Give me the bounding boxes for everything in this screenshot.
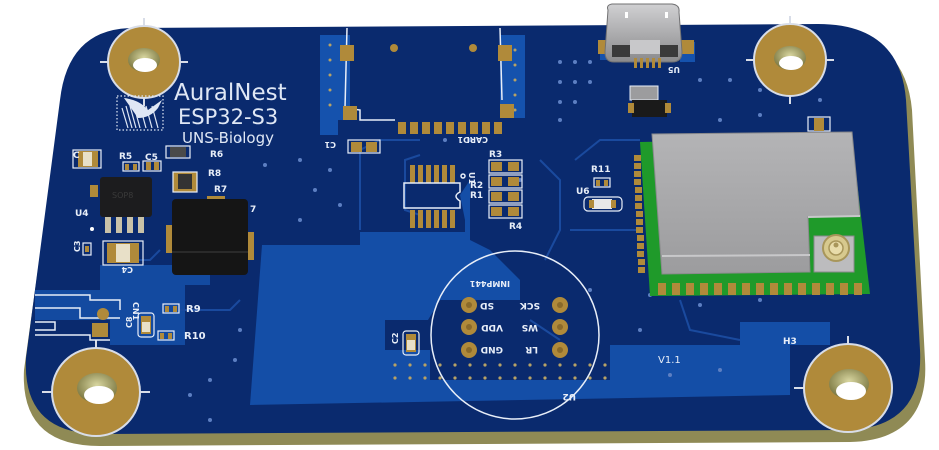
mic-pin-lr: LR	[525, 344, 538, 354]
label-u5: U5	[668, 65, 680, 74]
mic-pin-sd: SD	[480, 300, 494, 310]
inductor	[166, 199, 254, 275]
mounting-hole-top-left	[100, 18, 188, 106]
label-r4: R4	[509, 222, 522, 232]
label-cn1: CN1	[131, 302, 140, 321]
label-r10: R10	[184, 331, 206, 342]
usb-c-connector-icon	[598, 3, 694, 68]
ipex-antenna-connector-icon	[822, 234, 850, 262]
mounting-hole-bottom-left	[42, 340, 150, 437]
label-r1: R1	[470, 191, 483, 201]
mic-pin-vdd: VDD	[481, 322, 503, 332]
vias	[68, 60, 822, 422]
mic-title: INMP441	[469, 279, 510, 288]
inmp441-footprint	[430, 250, 600, 420]
brand-name: AuralNest	[174, 80, 287, 106]
mounting-hole-top-right	[746, 16, 834, 104]
mic-pin-gnd: GND	[481, 344, 503, 354]
mic-pin-ws: WS	[522, 322, 538, 332]
mic-pin-sck: SCK	[519, 300, 540, 310]
label-r8: R8	[208, 169, 221, 179]
organization-name: UNS-Biology	[182, 129, 274, 147]
label-r2: R2	[470, 181, 483, 191]
label-c8: C8	[125, 316, 134, 328]
bird-logo-icon	[116, 95, 164, 131]
label-u6: U6	[576, 187, 590, 197]
u1-footprint	[403, 165, 466, 228]
label-c4: C4	[121, 265, 133, 274]
label-u4: U4	[75, 209, 89, 219]
copper-pours	[35, 35, 830, 405]
version-label: V1.1	[658, 355, 681, 366]
u4-sop8-chip	[90, 177, 152, 233]
mounting-hole-bottom-right	[794, 336, 893, 433]
label-r9: R9	[186, 304, 201, 315]
label-l-partial: 7	[250, 205, 256, 215]
sd-card-footprint	[340, 27, 514, 134]
label-r11: R11	[591, 165, 610, 175]
u4-package-label: SOP8	[112, 191, 133, 200]
resistor-array	[488, 159, 523, 219]
label-r3: R3	[489, 150, 502, 160]
label-u1: U1	[467, 172, 476, 184]
label-c-top: C	[73, 151, 80, 161]
esp32-s3-module	[634, 131, 870, 296]
label-r6: R6	[210, 150, 223, 160]
model-name: ESP32-S3	[178, 105, 278, 129]
label-u2: U2	[562, 391, 576, 401]
via-grid	[328, 43, 607, 380]
label-card1: CARD1	[457, 135, 488, 144]
label-r5: R5	[119, 152, 132, 162]
label-c2: C2	[391, 333, 400, 344]
label-c3: C3	[73, 241, 82, 252]
label-r7: R7	[214, 185, 227, 195]
label-c1: C1	[324, 140, 336, 149]
label-h3: H3	[783, 337, 797, 347]
label-c5: C5	[145, 153, 158, 163]
